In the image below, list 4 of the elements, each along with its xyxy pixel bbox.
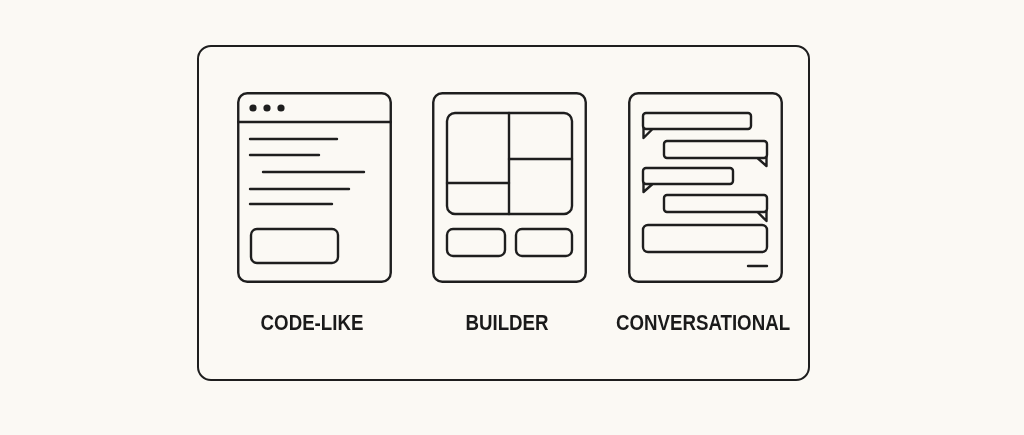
panel-caption: BUILDER [465, 311, 549, 334]
panel-caption: CONVERSATIONAL [615, 311, 791, 334]
panel-caption: CODE-LIKE [260, 311, 364, 334]
outer-frame [197, 45, 810, 381]
